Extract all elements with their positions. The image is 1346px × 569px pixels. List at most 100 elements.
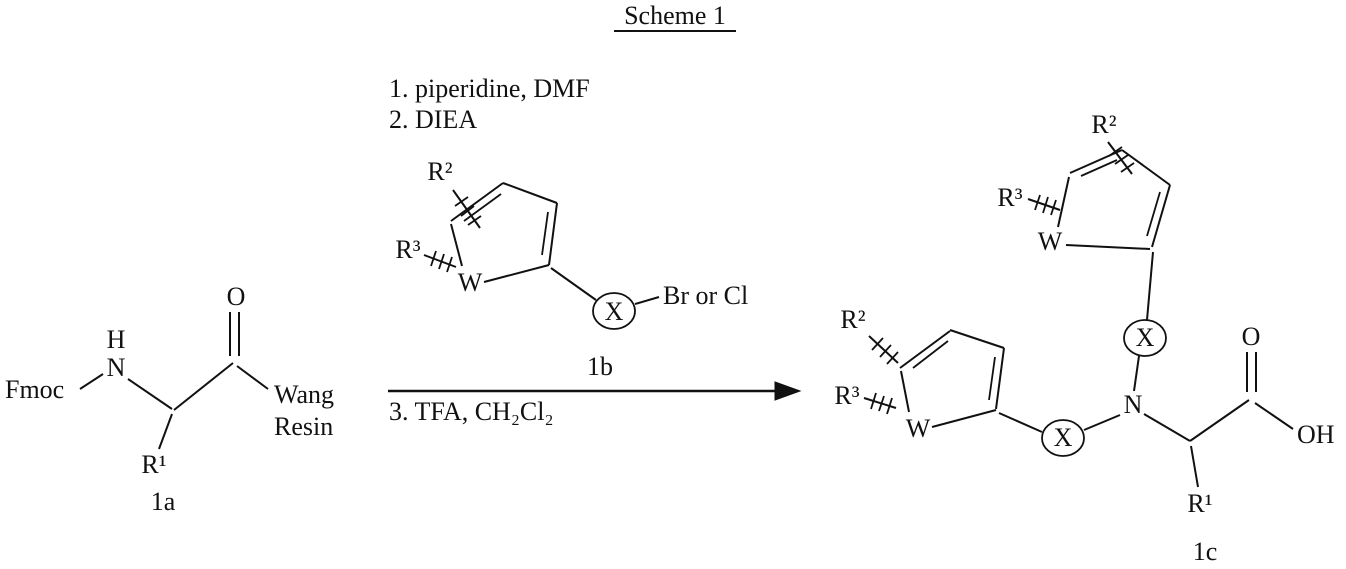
- ring-bond: [1065, 244, 1151, 250]
- bond: [1083, 414, 1121, 431]
- bond: [1146, 251, 1154, 321]
- bond: [236, 365, 269, 390]
- hash-mark: [1114, 154, 1129, 165]
- r1-label: R¹: [141, 450, 166, 479]
- compound-1c-label: 1c: [1193, 537, 1218, 566]
- hash-mark: [1042, 196, 1049, 214]
- ring-bond: [450, 182, 504, 222]
- ring-bond: [899, 330, 951, 369]
- heteroatom-w-label: W: [458, 268, 483, 297]
- hashed-bond: [1107, 141, 1133, 175]
- condition-step-1: 1. piperidine, DMF: [389, 74, 590, 103]
- r3-label: R³: [395, 235, 420, 264]
- hash-mark: [886, 351, 899, 365]
- double-bond-line: [541, 211, 549, 256]
- carbonyl-o-label: O: [1242, 322, 1261, 351]
- structure-1c-left-ring: W R² R³ X: [834, 305, 1121, 457]
- double-bond-line: [912, 340, 949, 369]
- condition-step-3: 3. TFA, CH₂Cl₂: [389, 397, 554, 426]
- hash-mark: [446, 256, 453, 273]
- hash-mark: [886, 397, 893, 415]
- hash-mark: [454, 196, 469, 207]
- fmoc-label: Fmoc: [5, 375, 64, 404]
- reaction-conditions: 1. piperidine, DMF 2. DIEA 3. TFA, CH₂Cl…: [389, 74, 590, 426]
- ring-bond: [1121, 149, 1171, 186]
- bond: [79, 373, 104, 390]
- hash-mark: [878, 395, 885, 412]
- ring-bond: [1057, 176, 1070, 228]
- hash-mark: [1108, 146, 1123, 157]
- double-bond-line: [1146, 191, 1161, 237]
- hash-mark: [430, 250, 437, 267]
- wang-label: Wang: [274, 380, 334, 409]
- bond: [1190, 445, 1199, 488]
- ring-bond: [1151, 184, 1171, 248]
- hash-mark: [438, 253, 445, 270]
- amine-n-label: N: [1124, 390, 1143, 419]
- compound-1b-label: 1b: [587, 352, 613, 381]
- resin-label: Resin: [274, 412, 333, 441]
- bond: [550, 267, 597, 301]
- ring-bond: [995, 347, 1005, 410]
- structure-1a: Fmoc H N O Wang Resin R¹ 1a: [5, 282, 334, 516]
- structure-1b: W R² R³ X Br or Cl 1b: [395, 157, 748, 381]
- hash-mark: [1050, 199, 1057, 216]
- ring-bond: [931, 409, 997, 428]
- bond: [634, 296, 660, 305]
- double-bond-line: [988, 356, 996, 401]
- bond: [127, 378, 173, 410]
- structure-1c: W R² R³ X W R² R³: [834, 110, 1334, 566]
- reaction-arrow: [388, 381, 802, 401]
- scheme-title: Scheme 1: [624, 1, 726, 30]
- heteroatom-w-label: W: [1038, 227, 1063, 256]
- condition-step-2: 2. DIEA: [389, 105, 477, 134]
- double-bond-line: [1080, 159, 1118, 177]
- r1-label: R¹: [1187, 489, 1212, 518]
- x-linker-circle: [592, 292, 636, 330]
- bond: [158, 413, 173, 450]
- bond: [1143, 413, 1191, 442]
- bond: [998, 412, 1043, 433]
- bond: [1254, 402, 1294, 430]
- x-linker-label: X: [605, 297, 624, 326]
- ring-bond: [450, 223, 463, 267]
- hash-mark: [467, 215, 482, 226]
- bond: [1189, 399, 1250, 442]
- heteroatom-w-label: W: [906, 414, 931, 443]
- hash-mark: [1120, 162, 1135, 173]
- r2-label: R²: [427, 157, 452, 186]
- hash-mark: [870, 392, 877, 410]
- compound-1a-label: 1a: [151, 487, 176, 516]
- double-bond-line: [463, 193, 502, 222]
- ring-bond: [483, 264, 550, 283]
- hashed-bond: [423, 254, 457, 268]
- carbonyl-o-label: O: [227, 282, 246, 311]
- bond: [1133, 355, 1140, 392]
- arrow-head: [774, 381, 802, 401]
- hash-mark: [1034, 194, 1041, 211]
- bond: [173, 362, 234, 411]
- ring-bond: [502, 182, 558, 204]
- hash-mark: [460, 205, 475, 217]
- r3-label: R³: [997, 183, 1022, 212]
- hashed-bond: [863, 397, 897, 409]
- x-linker-circle: [1041, 419, 1085, 457]
- hashed-bond: [452, 189, 481, 229]
- x-linker-label: X: [1136, 323, 1155, 352]
- hydroxyl-label: OH: [1297, 420, 1335, 449]
- amide-n-label: N: [107, 353, 126, 382]
- hashed-bond: [1027, 198, 1061, 211]
- amide-h-label: H: [107, 325, 126, 354]
- x-linker-label: X: [1054, 423, 1073, 452]
- hash-mark: [879, 344, 892, 358]
- ring-bond: [900, 370, 910, 413]
- ring-bond: [548, 202, 558, 266]
- scheme-header: Scheme 1: [614, 1, 736, 32]
- structure-1c-amino-acid: N O OH R¹ 1c: [1124, 322, 1335, 566]
- r2-label: R²: [1091, 110, 1116, 139]
- x-linker-circle: [1123, 319, 1167, 357]
- r2-label: R²: [840, 305, 865, 334]
- ring-bond: [949, 329, 1005, 349]
